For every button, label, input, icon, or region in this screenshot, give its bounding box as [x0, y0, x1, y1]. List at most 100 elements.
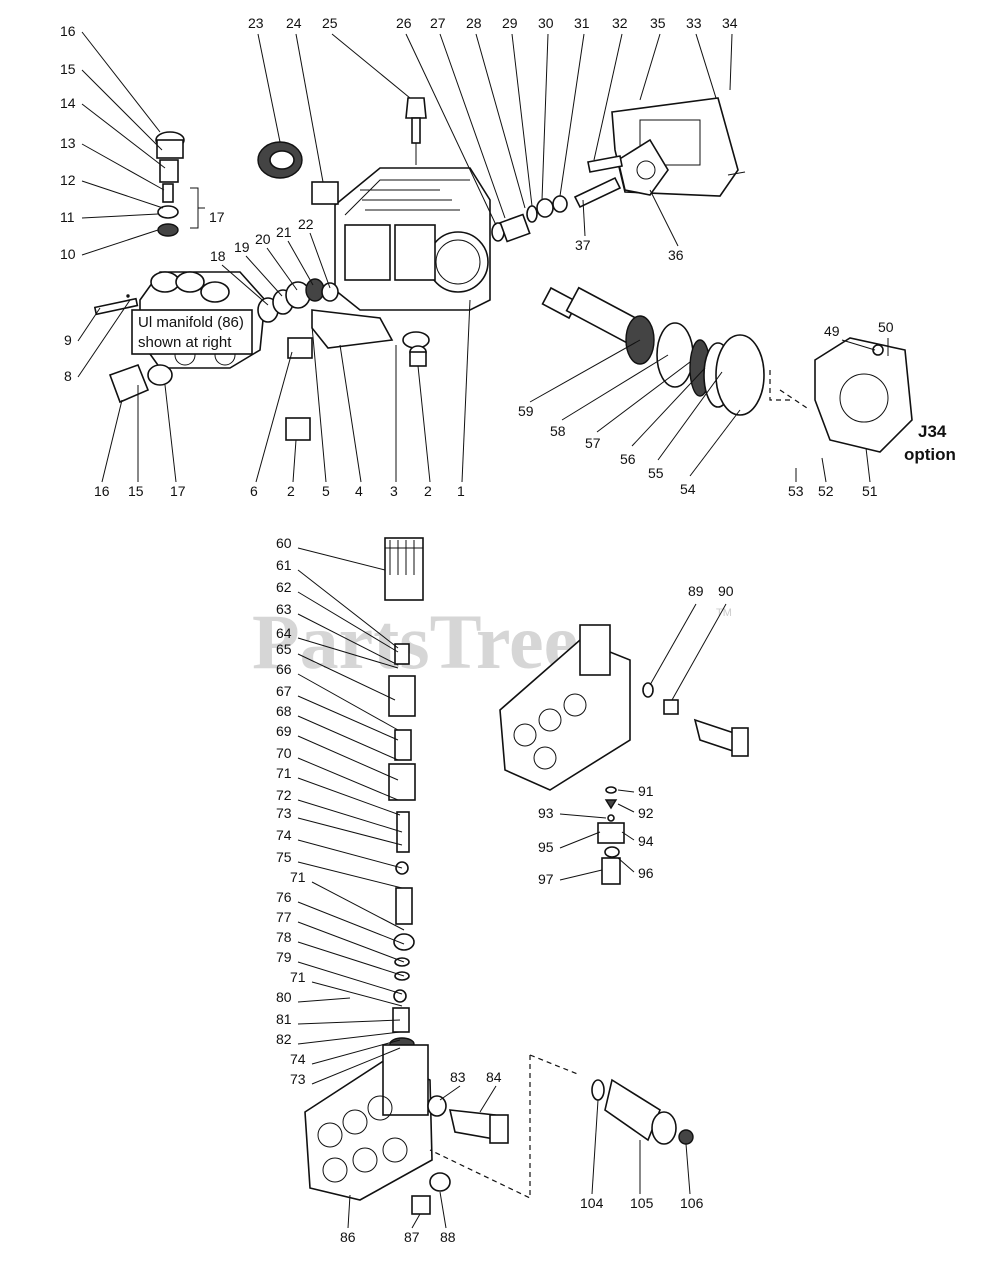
leader-line-25 [331, 33, 411, 99]
leader-line-12 [81, 180, 164, 209]
leader-line-28 [475, 33, 526, 209]
callout-33: 33 [686, 15, 702, 31]
callout-84: 84 [486, 1069, 502, 1085]
callout-65: 65 [276, 641, 292, 657]
callout-18: 18 [210, 248, 226, 264]
drain-plug-2-right [402, 331, 430, 367]
callout-31: 31 [574, 15, 590, 31]
callout-53: 53 [788, 483, 804, 499]
flow-path-right [529, 1054, 581, 1076]
callout-9: 9 [64, 332, 72, 348]
nozzle-105 [604, 1078, 677, 1145]
leader-line-77 [297, 921, 405, 963]
callout-71: 71 [276, 765, 292, 781]
callout-70: 70 [276, 745, 292, 761]
plug-oring-17 [147, 364, 173, 386]
callout-2: 2 [424, 483, 432, 499]
callout-92: 92 [638, 805, 654, 821]
leader-line-1 [461, 299, 471, 483]
leader-line-58 [561, 354, 669, 421]
leader-line-76 [297, 901, 405, 945]
leader-line-21 [287, 240, 314, 286]
leader-line-92 [617, 803, 635, 813]
leader-line-91 [617, 789, 635, 793]
callout-90: 90 [718, 583, 734, 599]
leader-line-67 [297, 695, 399, 741]
callout-69: 69 [276, 723, 292, 739]
oil-plug [311, 181, 339, 205]
callout-50: 50 [878, 319, 894, 335]
callout-64: 64 [276, 625, 292, 641]
quick-connect-84 [448, 1109, 509, 1144]
leader-line-33 [695, 33, 717, 99]
callout-36: 36 [668, 247, 684, 263]
callout-11: 11 [60, 209, 75, 225]
bracket-17-label: 17 [209, 209, 225, 225]
nozzle-tip-106 [678, 1129, 694, 1145]
callout-23: 23 [248, 15, 264, 31]
leader-line-97 [559, 869, 603, 881]
callout-28: 28 [466, 15, 482, 31]
leader-line-84 [479, 1085, 497, 1113]
piston-seal-stack [491, 195, 568, 243]
callout-21: 21 [276, 224, 292, 240]
unloader-assembly [384, 537, 424, 1051]
callout-61: 61 [276, 557, 292, 573]
leader-line-20 [266, 247, 298, 291]
leader-line-82 [297, 1031, 401, 1045]
leader-line-23 [257, 33, 281, 143]
callout-32: 32 [612, 15, 628, 31]
leader-line-31 [559, 33, 585, 197]
leader-line-37 [582, 199, 586, 237]
leader-line-104 [591, 1099, 599, 1195]
oil-sight-glass [257, 141, 303, 179]
manifold-note-line1: Ul manifold (86) [138, 314, 244, 331]
callout-63: 63 [276, 601, 292, 617]
callout-62: 62 [276, 579, 292, 595]
callout-81: 81 [276, 1011, 292, 1027]
callout-16: 16 [94, 483, 110, 499]
leader-line-6 [255, 351, 293, 483]
leader-line-62 [297, 591, 399, 653]
callout-1: 1 [457, 483, 465, 499]
leader-line-16 [101, 399, 123, 483]
leader-line-89 [649, 603, 697, 686]
leader-line-55 [657, 371, 723, 461]
watermark-trademark: TM [716, 607, 732, 619]
leader-line-10 [81, 229, 159, 256]
callout-104: 104 [580, 1195, 604, 1211]
manifold-86 [304, 1044, 433, 1201]
callout-74: 74 [276, 827, 292, 843]
leader-line-11 [81, 213, 159, 219]
fitting-alt [693, 718, 749, 757]
leader-line-96 [617, 857, 635, 873]
leader-line-56 [631, 367, 706, 447]
callout-106: 106 [680, 1195, 704, 1211]
callout-35: 35 [650, 15, 666, 31]
callout-68: 68 [276, 703, 292, 719]
callout-79: 79 [276, 949, 292, 965]
alt-manifold [499, 624, 631, 791]
leader-line-81 [297, 1019, 401, 1025]
callout-30: 30 [538, 15, 554, 31]
callout-13: 13 [60, 135, 76, 151]
callout-51: 51 [862, 483, 878, 499]
watermark: PartsTree [252, 598, 578, 685]
leader-line-24 [295, 33, 324, 183]
callout-12: 12 [60, 172, 76, 188]
manifold-valve-stack [155, 131, 185, 237]
drain-plug-2-left [285, 417, 311, 441]
callout-91: 91 [638, 783, 654, 799]
flow-path-left [429, 1055, 531, 1199]
callout-10: 10 [60, 246, 76, 262]
leader-line-94 [621, 831, 635, 841]
manifold-note-line2: shown at right [138, 334, 232, 351]
crankcase-gasket [311, 309, 394, 349]
oring-89 [642, 682, 654, 698]
manifold-note-box [131, 309, 253, 355]
callout-54: 54 [680, 481, 696, 497]
callout-87: 87 [404, 1229, 420, 1245]
leader-line-106 [685, 1143, 691, 1195]
bracket-17 [190, 187, 205, 229]
